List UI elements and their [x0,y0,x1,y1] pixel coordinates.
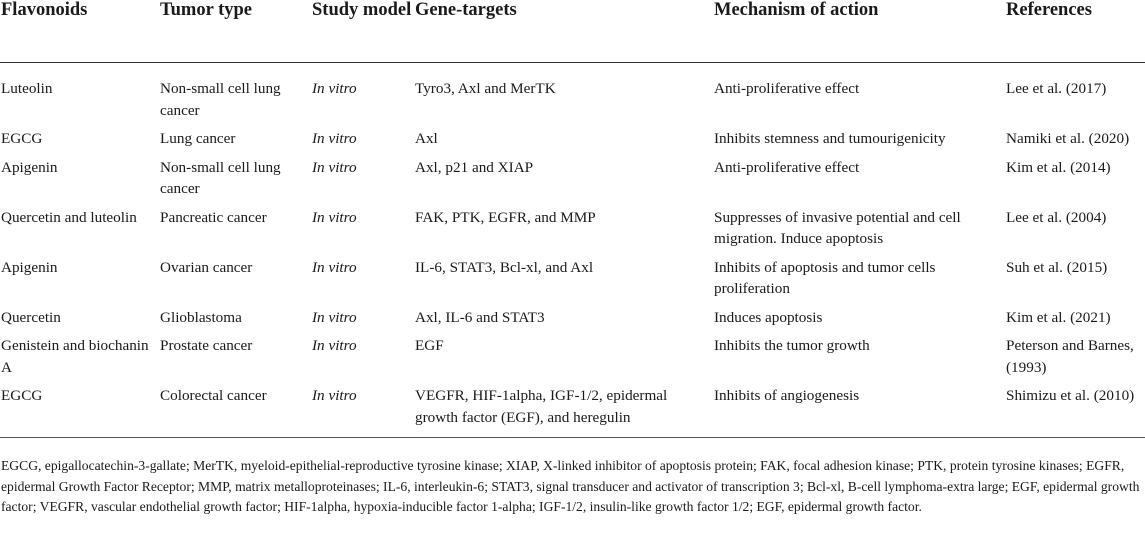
cell-tumor-type: Pancreatic cancer [160,208,267,226]
cell-flavonoid: Quercetin and luteolin [1,208,137,226]
cell-gene-targets: VEGFR, HIF-1alpha, IGF-1/2, epidermal gr… [414,385,713,438]
table-row: Genistein and biochanin A Prostate cance… [0,335,1145,385]
cell-reference: Lee et al. (2017) [1006,80,1107,97]
cell-flavonoid: Luteolin [1,80,53,97]
cell-study-model: In vitro [312,258,357,276]
header-gene-targets: Gene-targets [414,0,713,63]
cell-mechanism: Suppresses of invasive potential and cel… [714,208,961,248]
header-flavonoids: Flavonoids [0,0,159,63]
cell-reference: Shimizu et al. (2010) [1005,385,1145,438]
cell-study-model: In vitro [312,337,357,354]
cell-tumor-type: Lung cancer [160,130,236,147]
cell-mechanism: Inhibits the tumor growth [714,337,870,354]
table-header: Flavonoids Tumor type Study model Gene-t… [0,0,1145,63]
cell-flavonoid: Apigenin [1,158,58,176]
table-body: Luteolin Non-small cell lung cancer In v… [0,63,1145,438]
cell-flavonoid: Quercetin [1,308,61,326]
cell-flavonoid: EGCG [0,385,159,438]
flavonoids-table: Flavonoids Tumor type Study model Gene-t… [0,0,1145,438]
table-row: EGCG Colorectal cancer In vitro VEGFR, H… [0,385,1145,438]
cell-gene-targets: EGF [415,337,444,354]
cell-gene-targets: Tyro3, Axl and MerTK [415,80,556,97]
table-row: Apigenin Non-small cell lung cancer In v… [0,157,1145,207]
cell-tumor-type: Prostate cancer [160,337,253,354]
cell-reference: Suh et al. (2015) [1006,258,1108,276]
table-row: EGCG Lung cancer In vitro Axl Inhibits s… [0,128,1145,157]
cell-tumor-type: Colorectal cancer [159,385,311,438]
cell-flavonoid: EGCG [1,130,43,147]
table-row: Luteolin Non-small cell lung cancer In v… [0,63,1145,129]
cell-flavonoid: Genistein and biochanin A [1,337,149,376]
header-tumor-type: Tumor type [159,0,311,63]
cell-gene-targets: Axl [415,130,438,147]
header-mechanism: Mechanism of action [713,0,1005,63]
cell-reference: Kim et al. (2021) [1006,308,1111,326]
cell-mechanism: Anti-proliferative effect [714,80,860,97]
cell-mechanism: Inhibits of angiogenesis [713,385,1005,438]
cell-study-model: In vitro [312,80,357,97]
cell-mechanism: Anti-proliferative effect [714,158,860,176]
cell-gene-targets: Axl, IL-6 and STAT3 [415,308,545,326]
cell-tumor-type: Non-small cell lung cancer [160,80,281,119]
cell-reference: Peterson and Barnes, (1993) [1006,337,1134,376]
cell-study-model: In vitro [312,158,357,176]
table-footnote: EGCG, epigallocatechin-3-gallate; MerTK,… [1,458,1140,515]
cell-reference: Kim et al. (2014) [1006,158,1111,176]
cell-flavonoid: Apigenin [1,258,58,276]
cell-tumor-type: Glioblastoma [160,308,242,326]
cell-gene-targets: IL-6, STAT3, Bcl-xl, and Axl [415,258,594,276]
cell-study-model: In vitro [312,208,357,226]
cell-gene-targets: FAK, PTK, EGFR, and MMP [415,208,596,226]
cell-mechanism: Induces apoptosis [714,308,823,326]
table-row: Quercetin and luteolin Pancreatic cancer… [0,207,1145,257]
cell-reference: Lee et al. (2004) [1006,208,1107,226]
header-study-model: Study model [311,0,414,63]
cell-tumor-type: Ovarian cancer [160,258,253,276]
cell-reference: Namiki et al. (2020) [1006,130,1130,147]
cell-study-model: In vitro [311,385,414,438]
header-references: References [1005,0,1145,63]
cell-tumor-type: Non-small cell lung cancer [160,158,281,198]
table-row: Quercetin Glioblastoma In vitro Axl, IL-… [0,307,1145,336]
header-row: Flavonoids Tumor type Study model Gene-t… [0,0,1145,63]
cell-study-model: In vitro [312,130,357,147]
cell-mechanism: Inhibits of apoptosis and tumor cells pr… [714,258,936,298]
cell-gene-targets: Axl, p21 and XIAP [415,158,534,176]
table-row: Apigenin Ovarian cancer In vitro IL-6, S… [0,257,1145,307]
cell-study-model: In vitro [312,308,357,326]
cell-mechanism: Inhibits stemness and tumourigenicity [714,130,946,147]
flavonoids-table-container: Flavonoids Tumor type Study model Gene-t… [0,0,1145,438]
